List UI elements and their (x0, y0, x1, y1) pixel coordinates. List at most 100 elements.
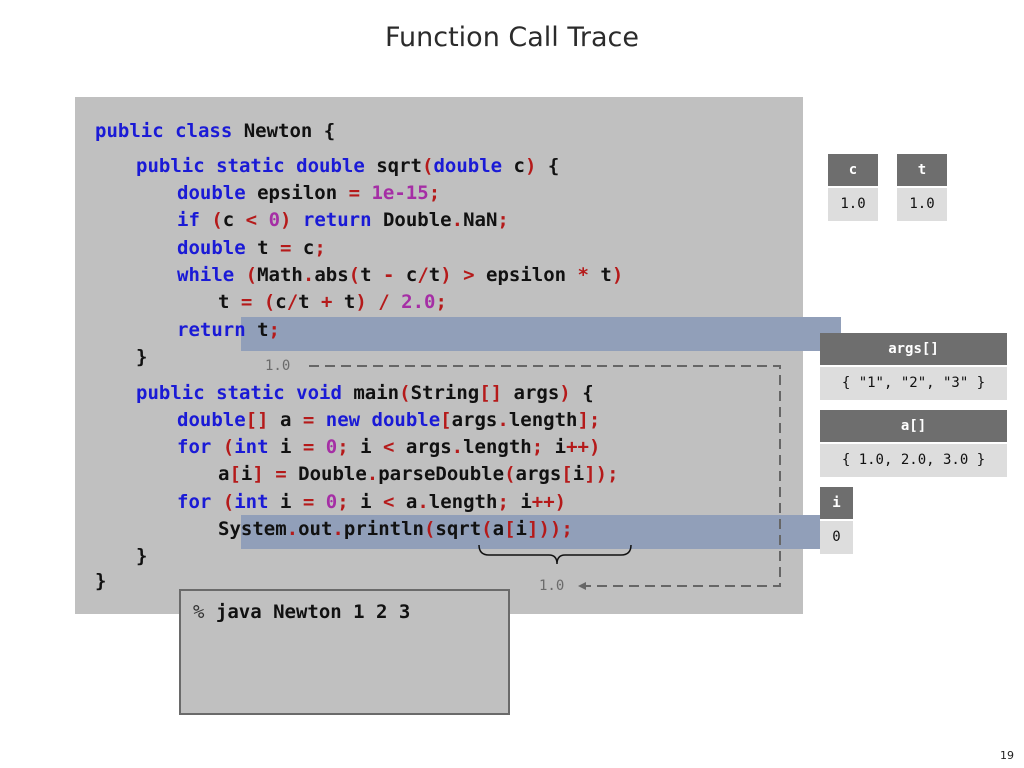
code-token: t (428, 264, 441, 286)
code-token: = (302, 436, 315, 458)
code-token: { (570, 382, 594, 404)
code-token: = (240, 291, 253, 313)
variable-name: a[] (820, 410, 1007, 442)
variable-a: a[] { 1.0, 2.0, 3.0 } (820, 410, 1007, 477)
code-token: ( (504, 463, 516, 485)
code-token: out (298, 518, 333, 540)
code-token: int (234, 436, 269, 458)
code-token: args (451, 409, 498, 431)
code-token: [] (479, 382, 503, 404)
variable-value: 1.0 (897, 186, 947, 221)
code-token: double (177, 237, 246, 259)
code-token: args (502, 382, 560, 404)
code-token: * (577, 264, 589, 286)
code-token: length (463, 436, 532, 458)
code-token: ; (607, 463, 619, 485)
code-token: < (383, 436, 395, 458)
code-token: println (343, 518, 424, 540)
variable-value: { 1.0, 2.0, 3.0 } (820, 442, 1007, 477)
code-line: double t = c; (177, 237, 326, 259)
code-line: System.out.println(sqrt(a[i])); (218, 518, 573, 540)
code-token: c (291, 237, 315, 259)
code-token: ]) (584, 463, 608, 485)
code-token: . (286, 518, 299, 540)
current-line-highlight-return (241, 317, 841, 351)
code-token: public static double (136, 155, 365, 177)
code-token: if (177, 209, 200, 231)
code-token: + (321, 291, 333, 313)
code-token: )) (538, 518, 562, 540)
code-token: ; (561, 518, 573, 540)
code-token: t (588, 264, 612, 286)
code-token: ( (252, 291, 276, 313)
code-token: ( (234, 264, 258, 286)
code-token: < (383, 491, 395, 513)
code-line: } (136, 346, 147, 368)
code-line: while (Math.abs(t - c/t) > epsilon * t) (177, 264, 623, 286)
return-value-label: 1.0 (262, 358, 294, 374)
terminal-console: % java Newton 1 2 3 (179, 589, 510, 715)
code-token: = (302, 409, 315, 431)
code-token: i (508, 491, 532, 513)
code-token: Newton { (232, 120, 336, 142)
code-token: ) (559, 382, 571, 404)
code-token: main (341, 382, 400, 404)
code-token: t (218, 291, 241, 313)
code-token: ) (588, 436, 601, 458)
code-token: ( (423, 518, 436, 540)
code-token: ; (531, 436, 544, 458)
code-token: abs (314, 264, 349, 286)
code-token: c (502, 155, 525, 177)
code-token: } (136, 346, 148, 368)
code-token: [ (229, 463, 241, 485)
code-token: i (348, 491, 383, 513)
code-token: ( (421, 155, 434, 177)
code-token: epsilon (245, 182, 349, 204)
code-token: ) (524, 155, 537, 177)
code-token: - (382, 264, 395, 286)
code-token: ( (399, 382, 411, 404)
code-token: ) (355, 291, 367, 313)
code-token: ; (435, 291, 447, 313)
code-token: 0 (257, 209, 281, 231)
code-token: = (302, 491, 315, 513)
code-line: } (95, 570, 106, 592)
code-token: ++ (566, 436, 589, 458)
code-token: i (268, 436, 303, 458)
code-token: ( (199, 209, 223, 231)
code-line: return t; (177, 319, 280, 341)
code-token: a (218, 463, 230, 485)
code-token: ( (481, 518, 493, 540)
code-token: < (245, 209, 258, 231)
code-token: NaN (463, 209, 498, 231)
code-token: 0 (314, 491, 338, 513)
code-line: double epsilon = 1e-15; (177, 182, 440, 204)
code-token: ; (428, 182, 441, 204)
code-token: ++ (531, 491, 555, 513)
code-token: . (451, 209, 464, 231)
code-token: length (428, 491, 498, 513)
code-token: a (268, 409, 303, 431)
code-token: public class (95, 120, 233, 142)
code-token: Double (371, 209, 452, 231)
code-token: t (245, 319, 269, 341)
code-token: double (177, 182, 246, 204)
code-token: ] (252, 463, 264, 485)
code-token: i (240, 463, 253, 485)
code-token: System (218, 518, 287, 540)
variable-name: t (897, 154, 947, 186)
code-token: ( (348, 264, 361, 286)
code-token: 1e-15 (360, 182, 429, 204)
code-token: ) (554, 491, 567, 513)
page-number: 19 (1000, 749, 1014, 762)
argument-value-label: 1.0 (536, 578, 568, 594)
code-token: ] (577, 409, 589, 431)
variable-args: args[] { "1", "2", "3" } (820, 333, 1007, 400)
code-token: 0 (314, 436, 338, 458)
code-token: ( (211, 436, 235, 458)
code-token: double (433, 155, 503, 177)
code-token: Math (257, 264, 303, 286)
code-line: public class Newton { (95, 120, 335, 142)
code-token: . (366, 463, 379, 485)
code-token: for (177, 491, 212, 513)
